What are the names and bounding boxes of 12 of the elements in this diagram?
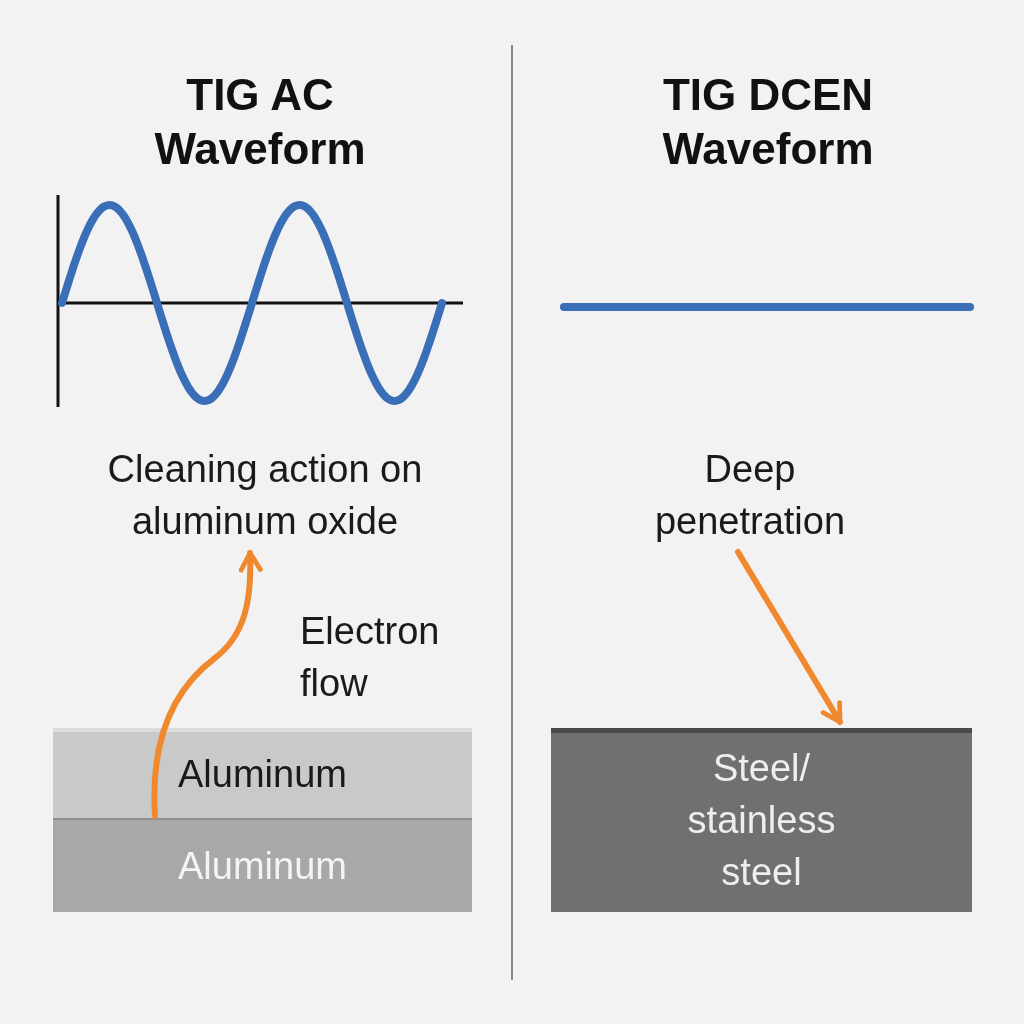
column-heading: TIG AC Waveform (153, 69, 367, 175)
layer-label: Steel/ stainless steel (686, 746, 837, 895)
steel-plate (551, 728, 972, 912)
caption-text: Deep penetration (653, 447, 847, 544)
metal-layer (53, 820, 472, 912)
arrow (151, 550, 263, 819)
layer-label: Aluminum (177, 752, 348, 797)
arrow (735, 549, 843, 725)
caption-text: Cleaning action on aluminum oxide (106, 447, 424, 544)
metal-layer (53, 728, 472, 820)
column-heading: TIG DCEN Waveform (661, 69, 875, 175)
layer-label: Aluminum (177, 844, 348, 889)
